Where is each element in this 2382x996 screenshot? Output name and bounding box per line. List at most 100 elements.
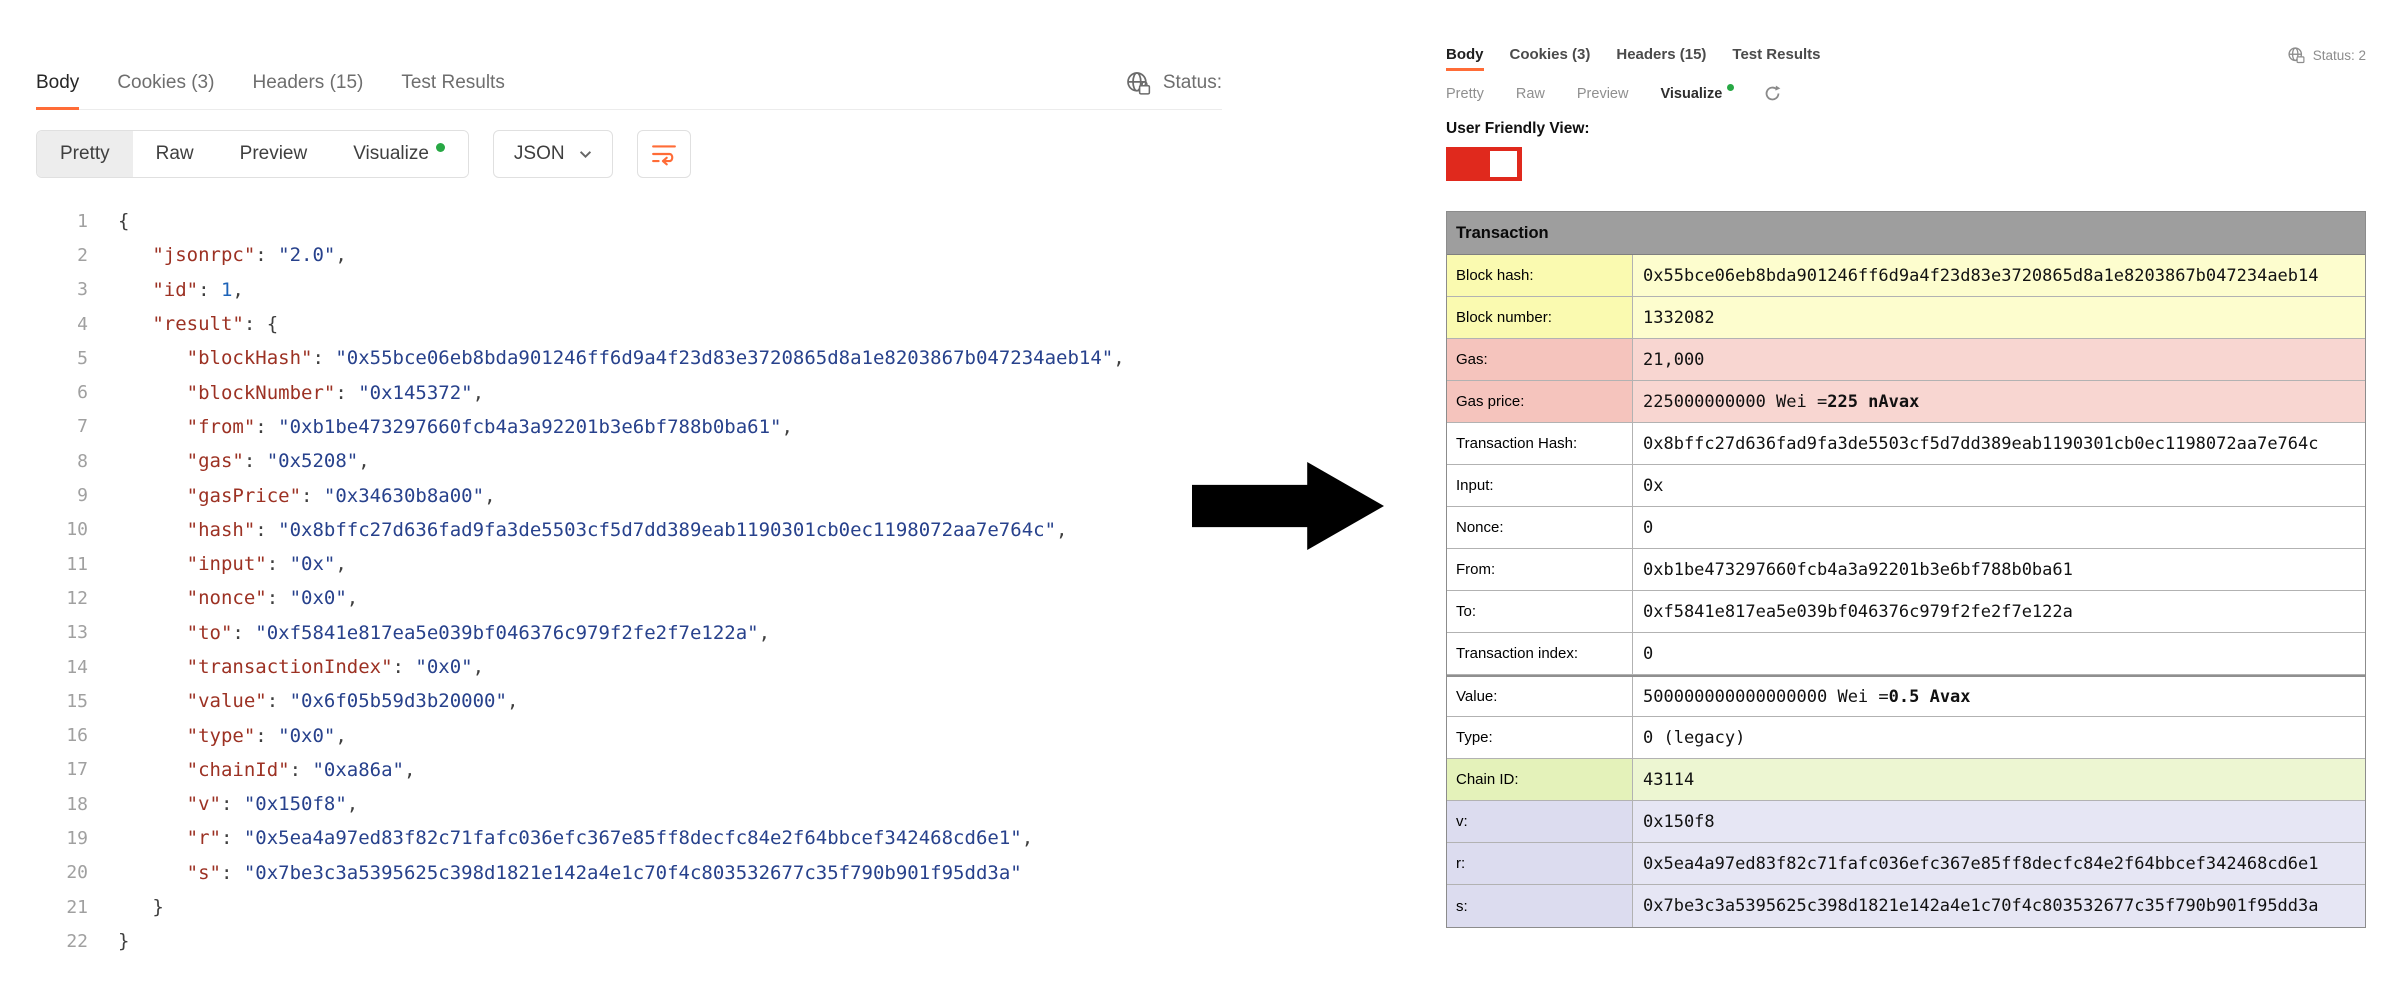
- transaction-row-transaction-hash: Transaction Hash:0x8bffc27d636fad9fa3de5…: [1447, 423, 2365, 465]
- left-tab-test-results[interactable]: Test Results: [401, 56, 504, 109]
- transaction-row-gas-price: Gas price:225000000000 Wei = 225 nAvax: [1447, 381, 2365, 423]
- format-dropdown-label: JSON: [513, 143, 565, 164]
- right-tab-cookies-3[interactable]: Cookies (3): [1510, 46, 1591, 71]
- mini-status-area: Status: 2: [2287, 46, 2366, 64]
- right-view-raw[interactable]: Raw: [1516, 86, 1545, 102]
- transaction-row-v: v:0x150f8: [1447, 801, 2365, 843]
- code-text: "jsonrpc": "2.0",: [152, 244, 347, 267]
- row-value: 0x55bce06eb8bda901246ff6d9a4f23d83e37208…: [1633, 255, 2365, 296]
- network-globe-lock-icon: [2288, 47, 2305, 64]
- right-tab-test-results[interactable]: Test Results: [1732, 46, 1820, 71]
- row-label: From:: [1447, 549, 1633, 590]
- row-value: 0x7be3c3a5395625c398d1821e142a4e1c70f4c8…: [1633, 885, 2365, 927]
- format-dropdown[interactable]: JSON: [492, 130, 613, 178]
- line-number: 8: [77, 450, 88, 472]
- row-label: Block hash:: [1447, 255, 1633, 296]
- refresh-visualizer-button[interactable]: [1764, 85, 1781, 102]
- code-text: "id": 1,: [152, 278, 244, 301]
- row-label: r:: [1447, 843, 1633, 884]
- row-value: 43114: [1633, 759, 2365, 800]
- line-number: 17: [66, 759, 88, 781]
- row-value: 0x: [1633, 465, 2365, 506]
- mini-response-tabs: Body Cookies (3) Headers (15) Test Results: [1446, 46, 1821, 71]
- code-line-9: 9"gasPrice": "0x34630b8a00",: [36, 478, 1222, 512]
- line-number: 1: [77, 210, 88, 232]
- line-number: 11: [66, 553, 88, 575]
- wrap-lines-button[interactable]: [636, 130, 691, 178]
- left-tab-test-results-label: Test Results: [401, 71, 505, 93]
- row-value: 21,000: [1633, 339, 2365, 380]
- left-tab-body[interactable]: Body: [36, 56, 80, 110]
- code-line-10: 10"hash": "0x8bffc27d636fad9fa3de5503cf5…: [36, 513, 1222, 547]
- left-view-pretty-label: Pretty: [60, 143, 110, 164]
- left-tab-cookies-3-label: Cookies (3): [117, 71, 215, 93]
- right-tab-body-label: Body: [1446, 46, 1484, 63]
- line-number: 15: [66, 690, 88, 712]
- transaction-row-nonce: Nonce:0: [1447, 507, 2365, 549]
- transaction-row-chain-id: Chain ID:43114: [1447, 759, 2365, 801]
- json-code-editor[interactable]: 1{2"jsonrpc": "2.0",3"id": 1,4"result": …: [36, 204, 1222, 959]
- row-label: Value:: [1447, 677, 1633, 716]
- line-number: 22: [66, 930, 88, 952]
- code-line-8: 8"gas": "0x5208",: [36, 444, 1222, 478]
- line-number: 4: [77, 313, 88, 335]
- code-text: "v": "0x150f8",: [186, 793, 359, 816]
- row-value: 0 (legacy): [1633, 717, 2365, 758]
- line-number: 2: [77, 244, 88, 266]
- line-number: 9: [77, 485, 88, 507]
- line-number: 5: [77, 347, 88, 369]
- mini-view-toolbar: Pretty Raw Preview Visualize: [1446, 83, 2366, 102]
- code-line-13: 13"to": "0xf5841e817ea5e039bf046376c979f…: [36, 616, 1222, 650]
- transaction-row-input: Input:0x: [1447, 465, 2365, 507]
- line-number: 18: [66, 793, 88, 815]
- line-number: 14: [66, 656, 88, 678]
- row-label: Chain ID:: [1447, 759, 1633, 800]
- code-line-22: 22}: [36, 924, 1222, 958]
- code-text: "from": "0xb1be473297660fcb4a3a92201b3e6…: [186, 415, 793, 438]
- status-label: Status:: [1162, 71, 1222, 93]
- right-tab-headers-15[interactable]: Headers (15): [1616, 46, 1706, 71]
- right-view-preview-label: Preview: [1576, 85, 1629, 102]
- line-number: 21: [66, 896, 88, 918]
- code-text: "chainId": "0xa86a",: [186, 758, 416, 781]
- left-view-preview[interactable]: Preview: [216, 131, 331, 177]
- left-view-pretty[interactable]: Pretty: [37, 131, 133, 177]
- left-tab-body-label: Body: [36, 71, 80, 93]
- code-text: "type": "0x0",: [186, 724, 347, 747]
- left-view-raw-label: Raw: [155, 143, 194, 164]
- right-view-visualize-label: Visualize: [1660, 85, 1723, 102]
- code-line-3: 3"id": 1,: [36, 273, 1222, 307]
- left-view-visualize[interactable]: Visualize: [330, 131, 468, 177]
- transaction-row-type: Type:0 (legacy): [1447, 717, 2365, 759]
- transaction-row-transaction-index: Transaction index:0: [1447, 633, 2365, 675]
- row-value: 0x150f8: [1633, 801, 2365, 842]
- right-view-visualize[interactable]: Visualize: [1660, 83, 1735, 102]
- left-tab-headers-15[interactable]: Headers (15): [252, 56, 363, 109]
- left-view-visualize-label: Visualize: [353, 143, 429, 164]
- code-line-4: 4"result": {: [36, 307, 1222, 341]
- row-value-emphasis: 225 nAvax: [1827, 391, 1920, 412]
- mini-status-label: Status: 2: [2312, 47, 2366, 63]
- left-view-raw[interactable]: Raw: [132, 131, 217, 177]
- right-tab-cookies-3-label: Cookies (3): [1509, 46, 1591, 63]
- code-line-6: 6"blockNumber": "0x145372",: [36, 375, 1222, 409]
- left-tab-cookies-3[interactable]: Cookies (3): [117, 56, 214, 109]
- right-view-pretty-label: Pretty: [1446, 85, 1484, 102]
- code-line-16: 16"type": "0x0",: [36, 718, 1222, 752]
- row-value-emphasis: 0.5 Avax: [1888, 686, 1971, 707]
- code-text: }: [152, 896, 164, 919]
- row-label: Transaction index:: [1447, 633, 1633, 674]
- row-label: Type:: [1447, 717, 1633, 758]
- right-view-preview[interactable]: Preview: [1577, 86, 1629, 102]
- transaction-row-s: s:0x7be3c3a5395625c398d1821e142a4e1c70f4…: [1447, 885, 2365, 927]
- code-line-14: 14"transactionIndex": "0x0",: [36, 650, 1222, 684]
- code-line-7: 7"from": "0xb1be473297660fcb4a3a92201b3e…: [36, 410, 1222, 444]
- right-tab-body[interactable]: Body: [1446, 46, 1484, 71]
- row-value: 1332082: [1633, 297, 2365, 338]
- toggle-knob: [1490, 151, 1517, 177]
- code-line-17: 17 "chainId": "0xa86a",: [36, 753, 1222, 787]
- friendly-view-toggle[interactable]: [1446, 147, 1522, 181]
- right-view-pretty[interactable]: Pretty: [1446, 86, 1484, 102]
